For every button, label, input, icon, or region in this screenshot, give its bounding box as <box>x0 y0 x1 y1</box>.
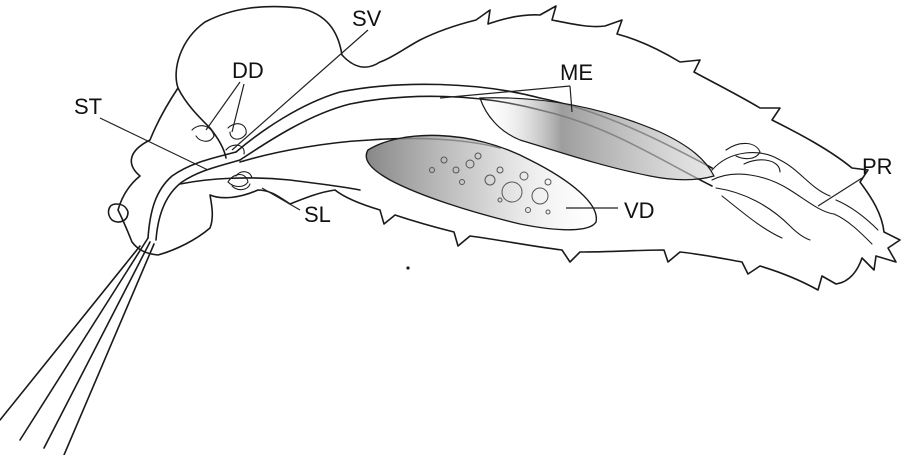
rectal-papillae <box>712 143 878 244</box>
label-sl: SL <box>304 202 331 227</box>
salivary-gland <box>228 172 252 190</box>
leader-st <box>100 118 208 170</box>
label-dd: DD <box>232 58 264 83</box>
label-sv: SV <box>352 6 382 31</box>
leader-me <box>440 86 570 98</box>
head-lobe <box>178 88 226 158</box>
dot-mark <box>406 266 409 269</box>
leader-sl <box>262 188 300 210</box>
label-me: ME <box>560 60 593 85</box>
label-st: ST <box>74 94 102 119</box>
organ-outline <box>118 6 900 290</box>
label-vd: VD <box>624 198 655 223</box>
stylets <box>0 238 154 455</box>
label-pr: PR <box>862 154 893 179</box>
